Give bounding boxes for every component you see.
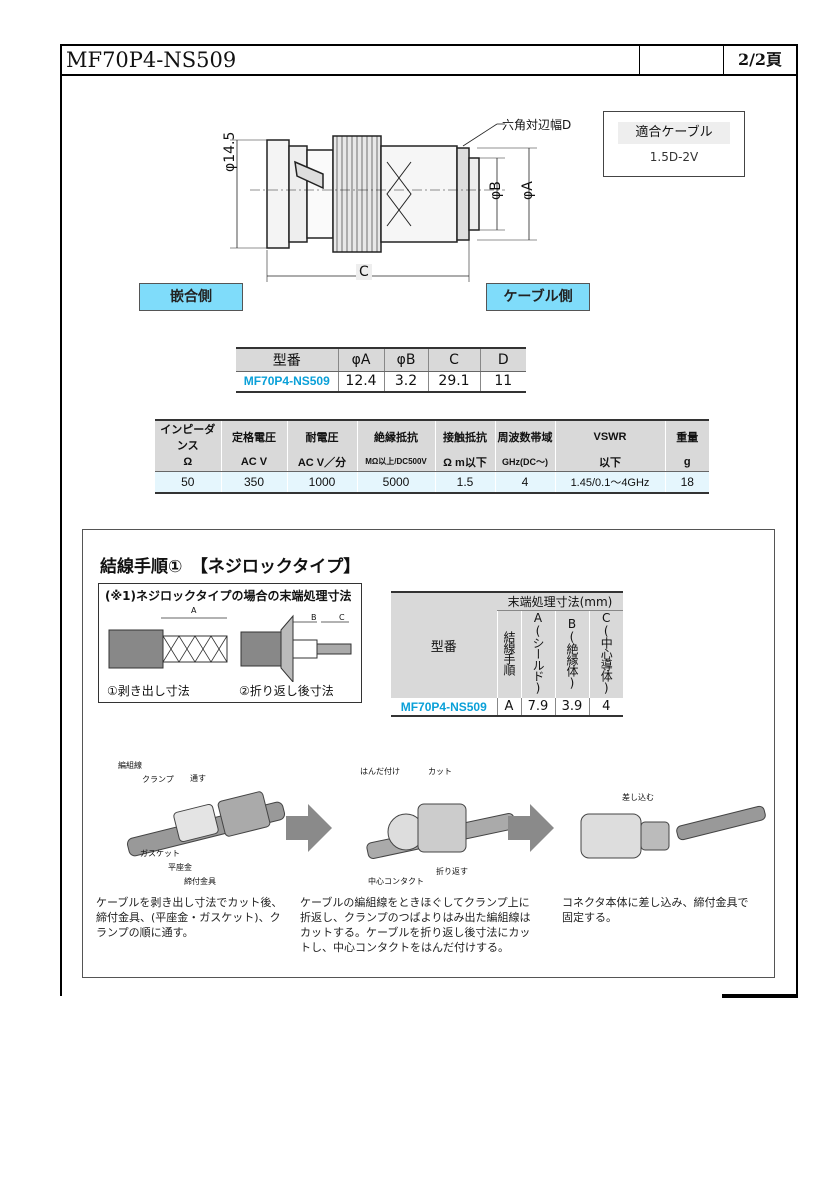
step1-label-braid: 編組線 [118,761,142,770]
spec-header-weight: 重量 [664,419,709,453]
dim-phi-b-label: φB [488,181,504,200]
dim-header-phia: φA [337,347,384,372]
spec-value-vswr: 1.45/0.1〜4GHz [554,471,665,494]
treat-row-a: 7.9 [520,698,555,716]
spec-unit-weight: g [664,453,709,472]
strip-dim-a-label: A [191,606,197,615]
treat-row-model: MF70P4-NS509 [400,699,487,714]
spec-unit-vswr: 以下 [554,453,665,472]
spec-unit-contact-resistance: Ω m以下 [434,453,495,472]
spec-header-frequency: 周波数帯域 [494,419,555,453]
treat-header-a: A(シールド) [531,611,545,694]
treat-header-step: 結線手順 [502,630,516,675]
title-bar: MF70P4-NS509 2/2頁 [62,44,796,76]
step2-label-fold: 折り返す [436,867,468,876]
step1-text: ケーブルを剥き出し寸法でカット後、締付金具、(平座金・ガスケット)、クランプの順… [96,896,283,939]
treat-header-c: C(中心導体) [599,611,614,694]
step1-label-clamp-nut: 締付金具 [184,877,216,886]
spec-header-withstand-voltage: 耐電圧 [286,419,357,453]
dim-row-phia: 12.4 [337,371,384,393]
step2-label-cut: カット [428,767,452,776]
mating-side-label: 嵌合側 [139,283,243,311]
assembly-step-illustrations [126,791,766,859]
spec-unit-rated-voltage: AC V [220,453,287,472]
strip-dimension-illustration [108,614,352,682]
document-frame: MF70P4-NS509 2/2頁 [60,44,798,996]
step2-text: ケーブルの編組線をときほぐしてクランプ上に折返し、クランプのつばよりはみ出た編組… [300,896,531,954]
step1-label-pass: 通す [190,774,206,783]
step3-text: コネクタ本体に差し込み、締付金具で固定する。 [562,896,749,924]
dim-header-c: C [427,347,480,372]
spec-unit-impedance: Ω [155,453,221,472]
dimension-table: 型番 φA φB C D MF70P4-NS509 12.4 3.2 29.1 … [236,347,526,393]
strip-dimension-box: (※1)ネジロックタイプの場合の末端処理寸法 A B C ①剥き出し寸法 ②折り… [98,583,362,703]
spec-header-vswr: VSWR [554,419,665,453]
step1-label-clamp: クランプ [142,775,174,784]
treat-row-step: A [496,698,521,716]
dim-header-d: D [479,347,526,372]
footer-bar [722,994,798,998]
spec-value-contact-resistance: 1.5 [434,471,495,494]
spec-unit-withstand-voltage: AC V／分 [286,453,357,472]
page-number: 2/2頁 [737,50,783,69]
hex-width-label: 六角対辺幅D [502,118,572,132]
procedure-title: 結線手順① 【ネジロックタイプ】 [100,557,361,577]
spec-value-frequency: 4 [494,471,555,494]
treat-header-group: 末端処理寸法(mm) [497,591,623,611]
spec-header-rated-voltage: 定格電圧 [220,419,287,453]
dim-row-c: 29.1 [427,371,480,393]
step1-label-washer: 平座金 [168,863,192,872]
strip-caption-2: ②折り返し後寸法 [239,684,334,698]
part-number-title: MF70P4-NS509 [62,46,640,74]
dim-phi-a-label: φA [520,181,536,200]
title-blank-cell [640,46,724,74]
spec-header-insulation: 絶縁抵抗 [356,419,435,453]
strip-dim-b-label: B [311,613,317,622]
strip-dim-c-label: C [339,613,345,622]
applicable-cable-title: 適合ケーブル [618,122,730,144]
dim-c-label: C [356,264,372,280]
step-arrow-2 [508,804,554,852]
spec-value-insulation: 5000 [356,471,435,494]
step2-label-center-contact: 中心コンタクト [368,877,424,886]
spec-value-impedance: 50 [155,471,221,494]
step2-label-solder: はんだ付け [360,767,400,776]
treat-row-b: 3.9 [554,698,589,716]
dim-header-phib: φB [383,347,428,372]
strip-caption-1: ①剥き出し寸法 [107,684,190,698]
dim-row-d: 11 [479,371,526,393]
cable-side-label: ケーブル側 [486,283,590,311]
spec-unit-frequency: GHz(DC〜) [494,453,555,472]
spec-unit-insulation: MΩ以上/DC500V [356,453,435,472]
applicable-cable-box: 適合ケーブル 1.5D-2V [603,111,745,177]
spec-value-weight: 18 [664,471,709,494]
treat-header-b: B(絶縁体) [565,616,579,689]
step1-label-gasket: ガスケット [140,849,180,858]
spec-value-rated-voltage: 350 [220,471,287,494]
spec-header-contact-resistance: 接触抵抗 [434,419,495,453]
spec-value-withstand-voltage: 1000 [286,471,357,494]
treat-header-model: 型番 [391,591,497,698]
treat-row-c: 4 [588,698,623,716]
strip-dimension-title: (※1)ネジロックタイプの場合の末端処理寸法 [105,589,352,603]
dim-row-model: MF70P4-NS509 [236,371,338,393]
spec-table: インピーダンス 定格電圧 耐電圧 絶縁抵抗 接触抵抗 周波数帯域 VSWR 重量… [155,419,709,494]
connector-drawing [230,123,537,282]
step3-label-insert: 差し込む [622,793,654,802]
applicable-cable-value: 1.5D-2V [649,150,699,164]
dim-phi-14-5-label: φ14.5 [222,131,238,172]
dim-header-model: 型番 [236,347,338,372]
treatment-dimension-table: 型番 末端処理寸法(mm) 結線手順 A(シールド) B(絶縁体) C(中心導体… [391,591,623,717]
dim-row-phib: 3.2 [383,371,428,393]
spec-header-impedance: インピーダンス [155,419,221,453]
step-arrow-1 [286,804,332,852]
procedure-panel [82,529,775,978]
